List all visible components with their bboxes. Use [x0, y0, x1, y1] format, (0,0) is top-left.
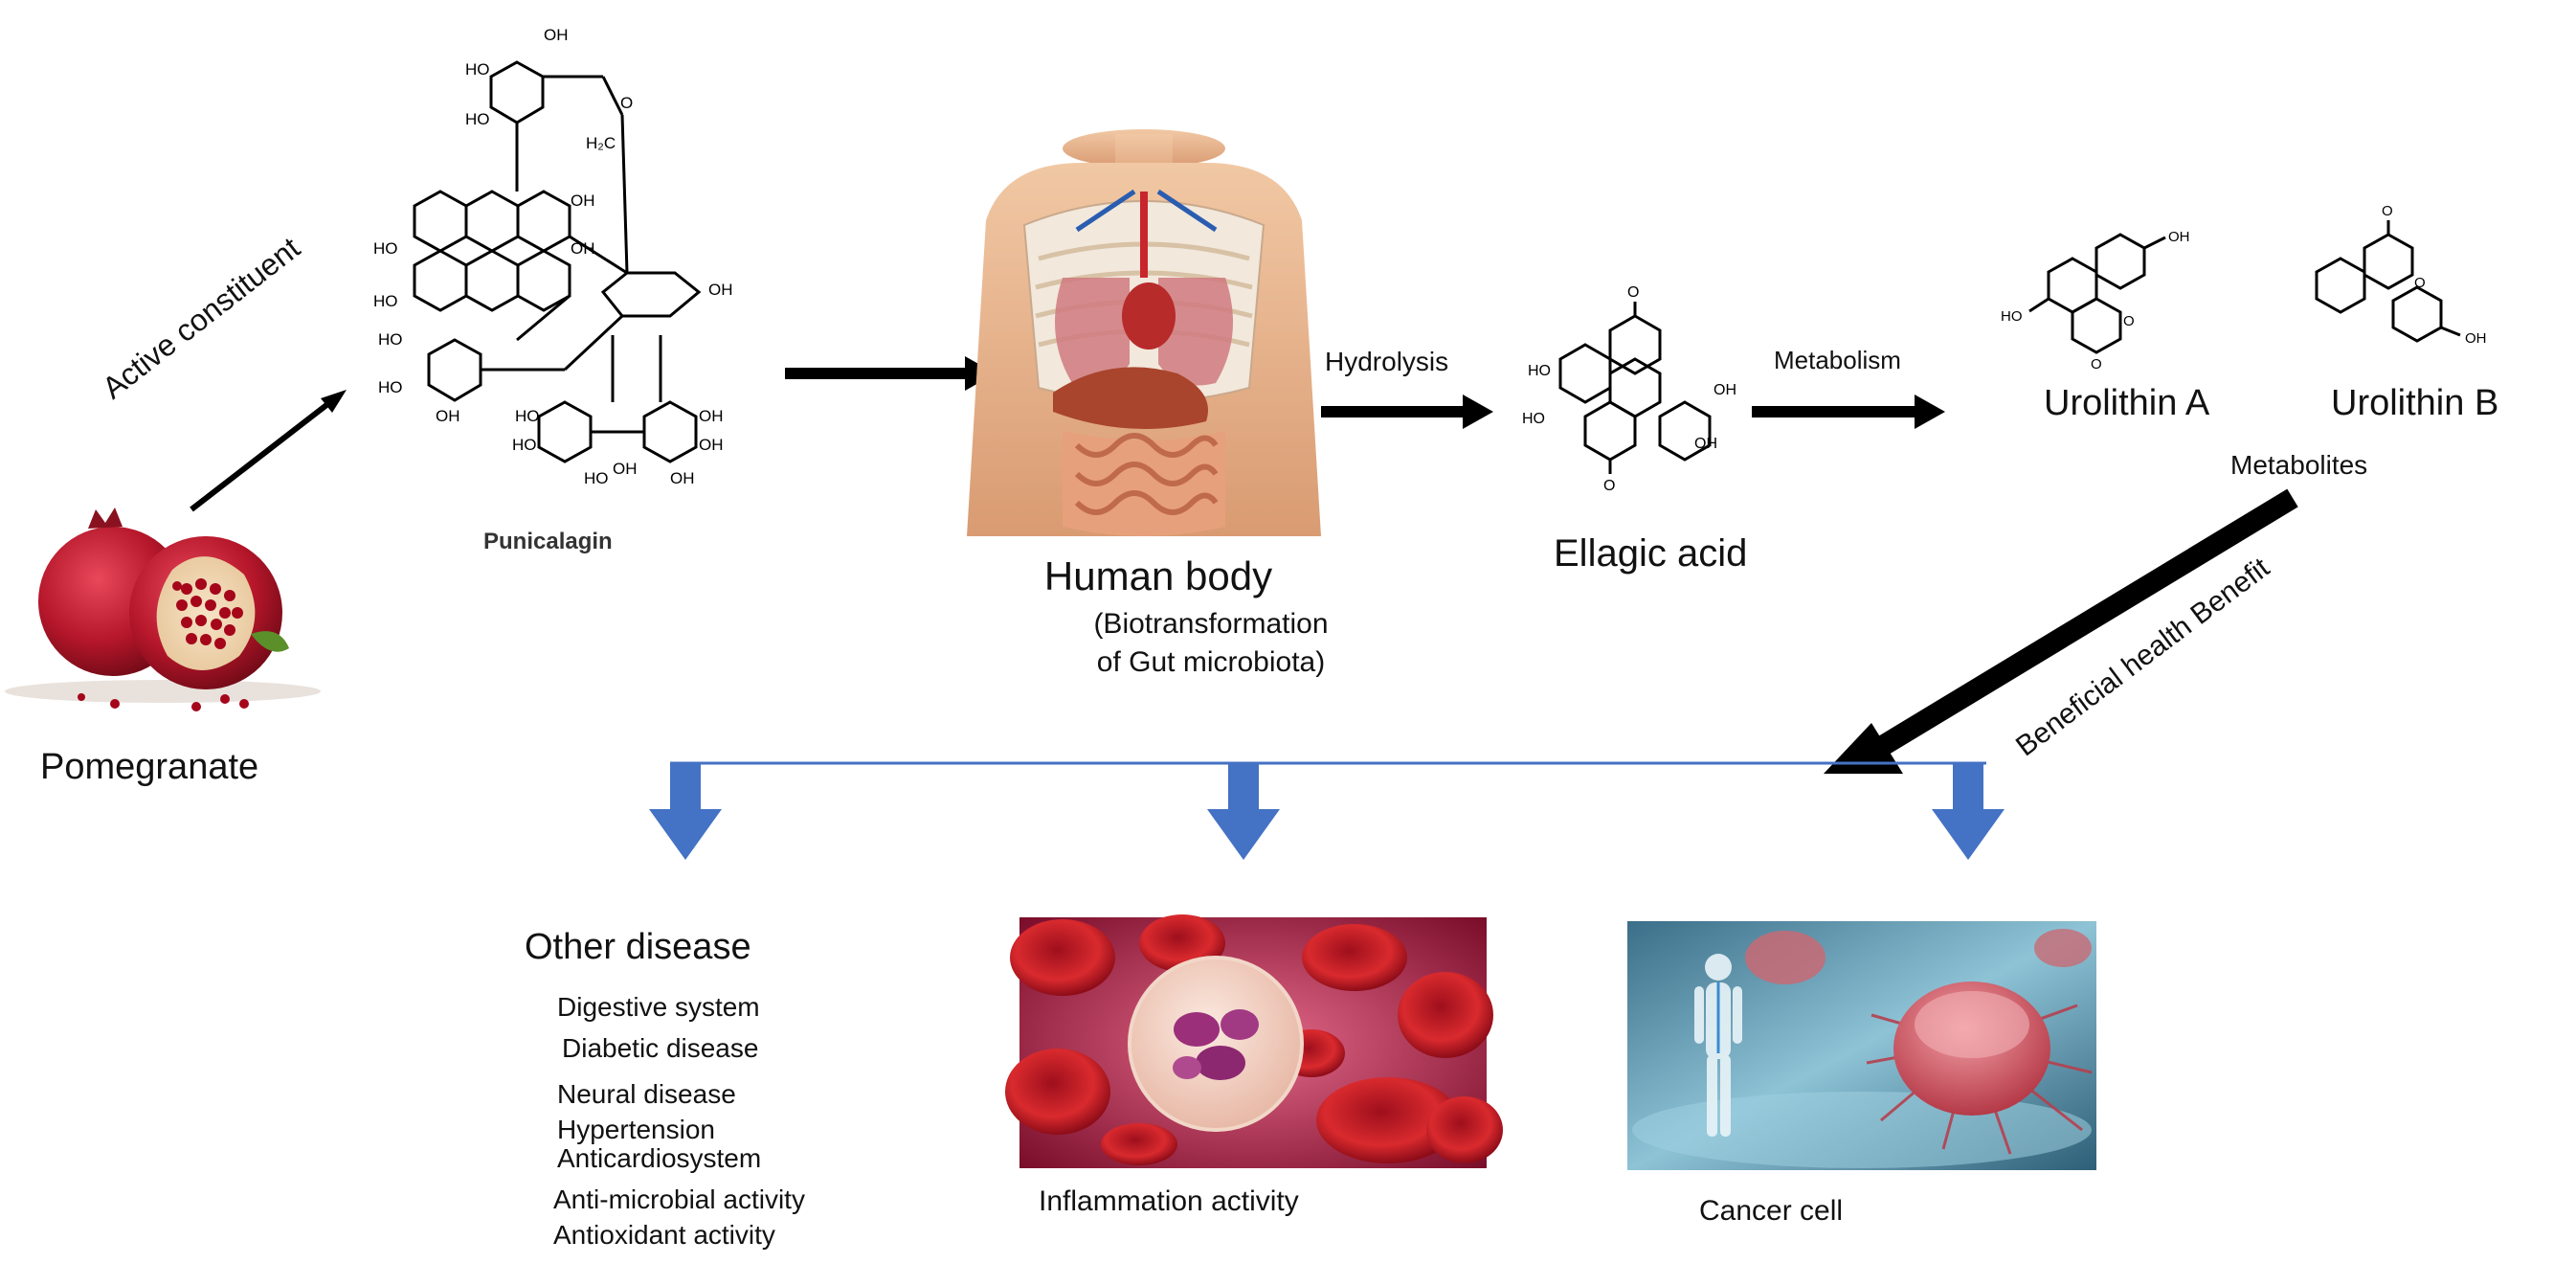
chem-label: OH	[1714, 382, 1736, 398]
disease-item: Anti-microbial activity	[553, 1184, 805, 1214]
chem-label: OH	[571, 239, 595, 258]
pomegranate-image	[5, 508, 321, 711]
chem-label: OH	[2168, 229, 2190, 245]
biotransformation-label-2: of Gut microbiota)	[1096, 646, 1326, 678]
chem-label: HO	[584, 469, 609, 487]
hydrolysis-label: Hydrolysis	[1325, 347, 1449, 376]
chem-label: O	[620, 94, 633, 112]
chem-label: OH	[436, 407, 460, 425]
urolithin-b-label: Urolithin B	[2331, 383, 2499, 423]
biotransformation-label-1: (Biotransformation	[1093, 608, 1329, 640]
chem-label: HO	[2001, 308, 2023, 325]
active-constituent-arrow	[190, 390, 347, 512]
chem-label: HO	[1522, 411, 1545, 427]
punicalagin-atom-labels: OH HO HO O H₂C OH OH HO HO OH HO HO OH H…	[373, 26, 733, 487]
disease-item: Digestive system	[557, 992, 760, 1022]
chem-label: OH	[571, 192, 595, 210]
chem-label: OH	[544, 26, 569, 44]
urolithin-a-atom-labels: OH HO O O	[2001, 229, 2190, 372]
chem-label: HO	[373, 239, 398, 258]
human-body-image	[967, 129, 1321, 536]
chem-label: HO	[378, 378, 403, 396]
ellagic-acid-label: Ellagic acid	[1554, 532, 1748, 575]
chem-label: HO	[465, 110, 490, 128]
chem-label: OH	[613, 460, 638, 478]
chem-label: OH	[670, 469, 695, 487]
disease-item: Antioxidant activity	[553, 1220, 775, 1251]
cancer-cell-label: Cancer cell	[1699, 1195, 1844, 1227]
punicalagin-label: Punicalagin	[483, 529, 613, 554]
disease-item: Diabetic disease	[562, 1033, 759, 1064]
ellagic-acid-structure	[1558, 302, 1712, 474]
other-disease-list: Digestive system Diabetic disease Neural…	[553, 986, 805, 1256]
chem-label: HO	[515, 407, 540, 425]
chem-label: HO	[378, 330, 403, 349]
hydrolysis-arrow	[1321, 395, 1493, 429]
chem-label: OH	[1694, 436, 1717, 452]
disease-item: Neural disease	[557, 1078, 736, 1109]
disease-item: Hypertension	[557, 1115, 715, 1145]
blue-down-arrow-left	[649, 763, 722, 860]
pomegranate-label: Pomegranate	[40, 747, 259, 787]
ellagic-atom-labels: HO HO O O OH OH	[1522, 284, 1736, 494]
chem-label: HO	[373, 292, 398, 310]
chem-label: O	[2414, 275, 2426, 291]
beneficial-arrow	[1824, 488, 2298, 774]
chem-label: O	[2382, 203, 2393, 219]
urolithin-b-structure	[2315, 220, 2461, 343]
chem-label: O	[2091, 356, 2102, 372]
blue-down-arrow-right	[1932, 763, 2005, 860]
pomegranate-seeds	[78, 578, 249, 711]
cancer-cell-image	[1627, 921, 2096, 1170]
chem-label: OH	[699, 436, 724, 454]
human-body-label: Human body	[1043, 553, 1273, 598]
chem-label: HO	[512, 436, 537, 454]
metabolites-label: Metabolites	[2230, 450, 2368, 480]
disease-item: Anticardiosystem	[557, 1142, 762, 1173]
chem-label: OH	[708, 281, 733, 299]
metabolism-arrow	[1752, 395, 1945, 429]
blue-down-arrow-middle	[1207, 763, 1280, 860]
inflammation-label: Inflammation activity	[1039, 1185, 1299, 1217]
chem-label: O	[1603, 478, 1615, 494]
urolithin-a-structure	[2028, 233, 2166, 354]
chem-label: O	[1627, 284, 1639, 301]
chem-label: HO	[1528, 363, 1551, 379]
chem-label: OH	[2465, 330, 2487, 347]
chem-label: H₂C	[586, 134, 616, 152]
chem-label: OH	[699, 407, 724, 425]
metabolism-label: Metabolism	[1774, 346, 1901, 374]
arrow-to-human-body	[785, 356, 996, 391]
chem-label: HO	[465, 60, 490, 79]
urolithin-b-atom-labels: O O OH	[2382, 203, 2487, 347]
inflammation-image	[1005, 914, 1503, 1168]
other-disease-title: Other disease	[525, 927, 751, 967]
chem-label: O	[2123, 313, 2135, 329]
punicalagin-structure	[413, 60, 702, 463]
urolithin-a-label: Urolithin A	[2044, 383, 2210, 423]
